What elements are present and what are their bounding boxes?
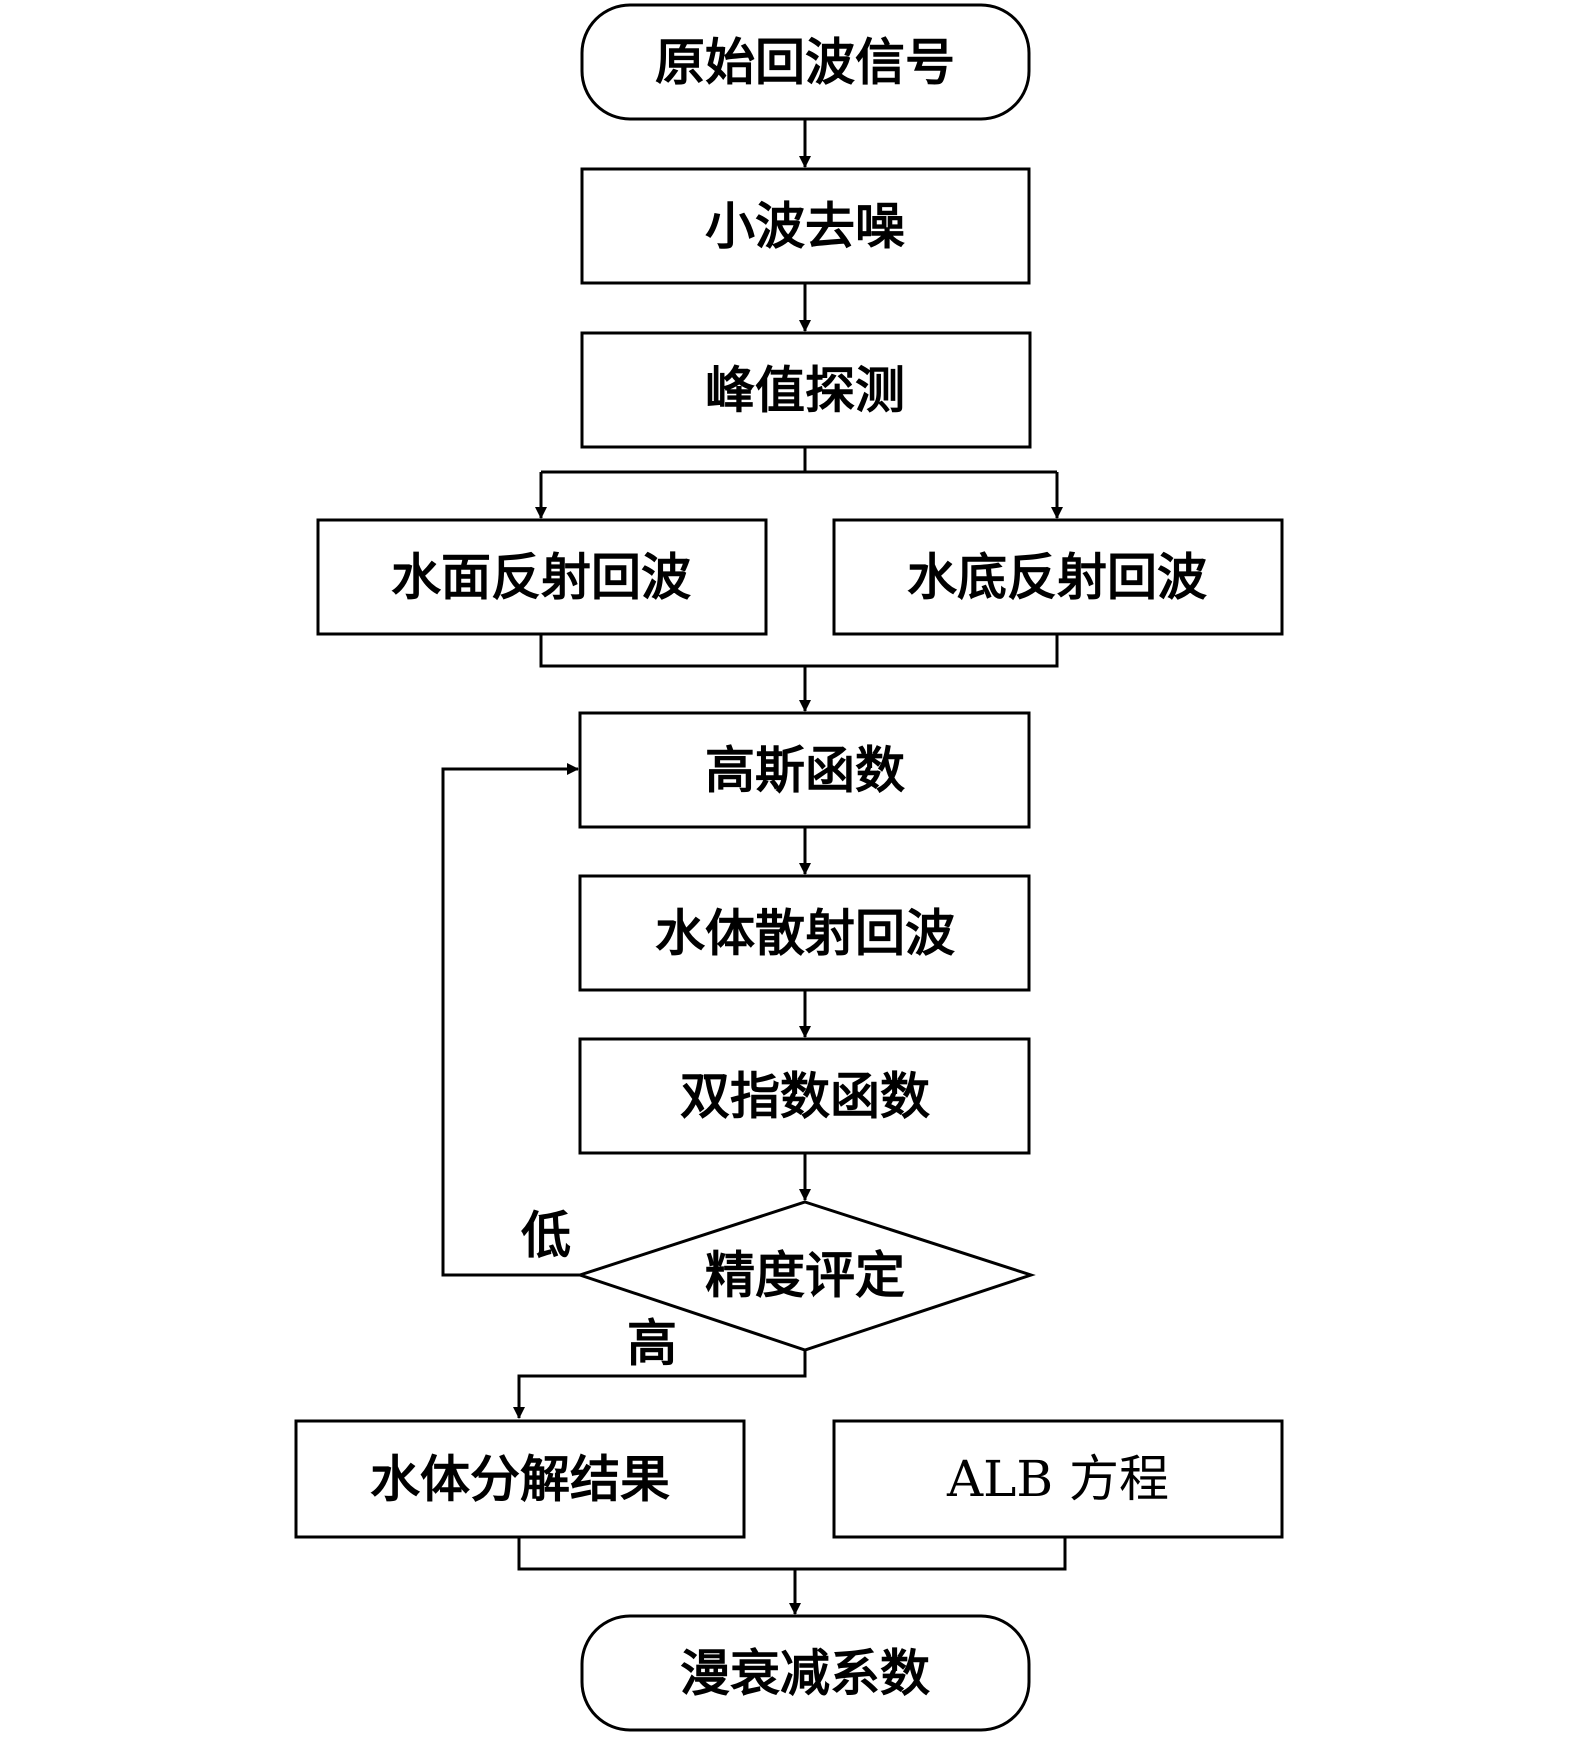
scatter-label: 水体散射回波 <box>655 904 955 963</box>
peak-label: 峰值探测 <box>705 361 905 420</box>
gauss-label: 高斯函数 <box>705 741 905 800</box>
result-label: 水体分解结果 <box>370 1450 670 1509</box>
scatter-box <box>578 874 1031 992</box>
node-denoise: 小波去噪 <box>580 167 1031 285</box>
alb-label: ALB 方程 <box>946 1450 1169 1508</box>
feedback-arrow-low <box>441 763 580 1277</box>
merge-bar-echoes <box>539 634 1059 668</box>
node-peak: 峰值探测 <box>580 331 1032 449</box>
peak-box <box>580 331 1032 449</box>
bottom-box <box>832 518 1284 636</box>
node-eval: 精度评定 <box>575 1200 1036 1352</box>
denoise-label: 小波去噪 <box>705 197 905 256</box>
eval-decision-diamond <box>575 1200 1036 1352</box>
surface-box <box>316 518 768 636</box>
start-terminal-shape <box>580 3 1031 121</box>
node-dexp: 双指数函数 <box>578 1037 1031 1155</box>
connectors <box>441 119 1067 1615</box>
node-bottom: 水底反射回波 <box>832 518 1284 636</box>
node-result: 水体分解结果 <box>294 1419 746 1539</box>
alb-box <box>832 1419 1284 1539</box>
result-box <box>294 1419 746 1539</box>
start-label: 原始回波信号 <box>655 33 955 92</box>
edge-label-low: 低 <box>521 1206 571 1265</box>
node-end: 漫衰减系数 <box>580 1614 1031 1732</box>
node-alb: ALB 方程 <box>832 1419 1284 1539</box>
node-gauss: 高斯函数 <box>578 711 1031 829</box>
node-scatter: 水体散射回波 <box>578 874 1031 992</box>
bottom-label: 水底反射回波 <box>907 548 1207 607</box>
dexp-box <box>578 1037 1031 1155</box>
end-terminal-shape <box>580 1614 1031 1732</box>
node-start: 原始回波信号 <box>580 3 1031 121</box>
node-surface: 水面反射回波 <box>316 518 768 636</box>
dexp-label: 双指数函数 <box>680 1067 930 1126</box>
merge-bar-results <box>517 1537 1067 1571</box>
denoise-box <box>580 167 1031 285</box>
surface-label: 水面反射回波 <box>391 548 691 607</box>
eval-label: 精度评定 <box>705 1246 905 1305</box>
gauss-box <box>578 711 1031 829</box>
edge-label-high: 高 <box>627 1314 677 1373</box>
arrow-eval-to-result-high <box>513 1350 807 1419</box>
end-label: 漫衰减系数 <box>680 1644 930 1703</box>
